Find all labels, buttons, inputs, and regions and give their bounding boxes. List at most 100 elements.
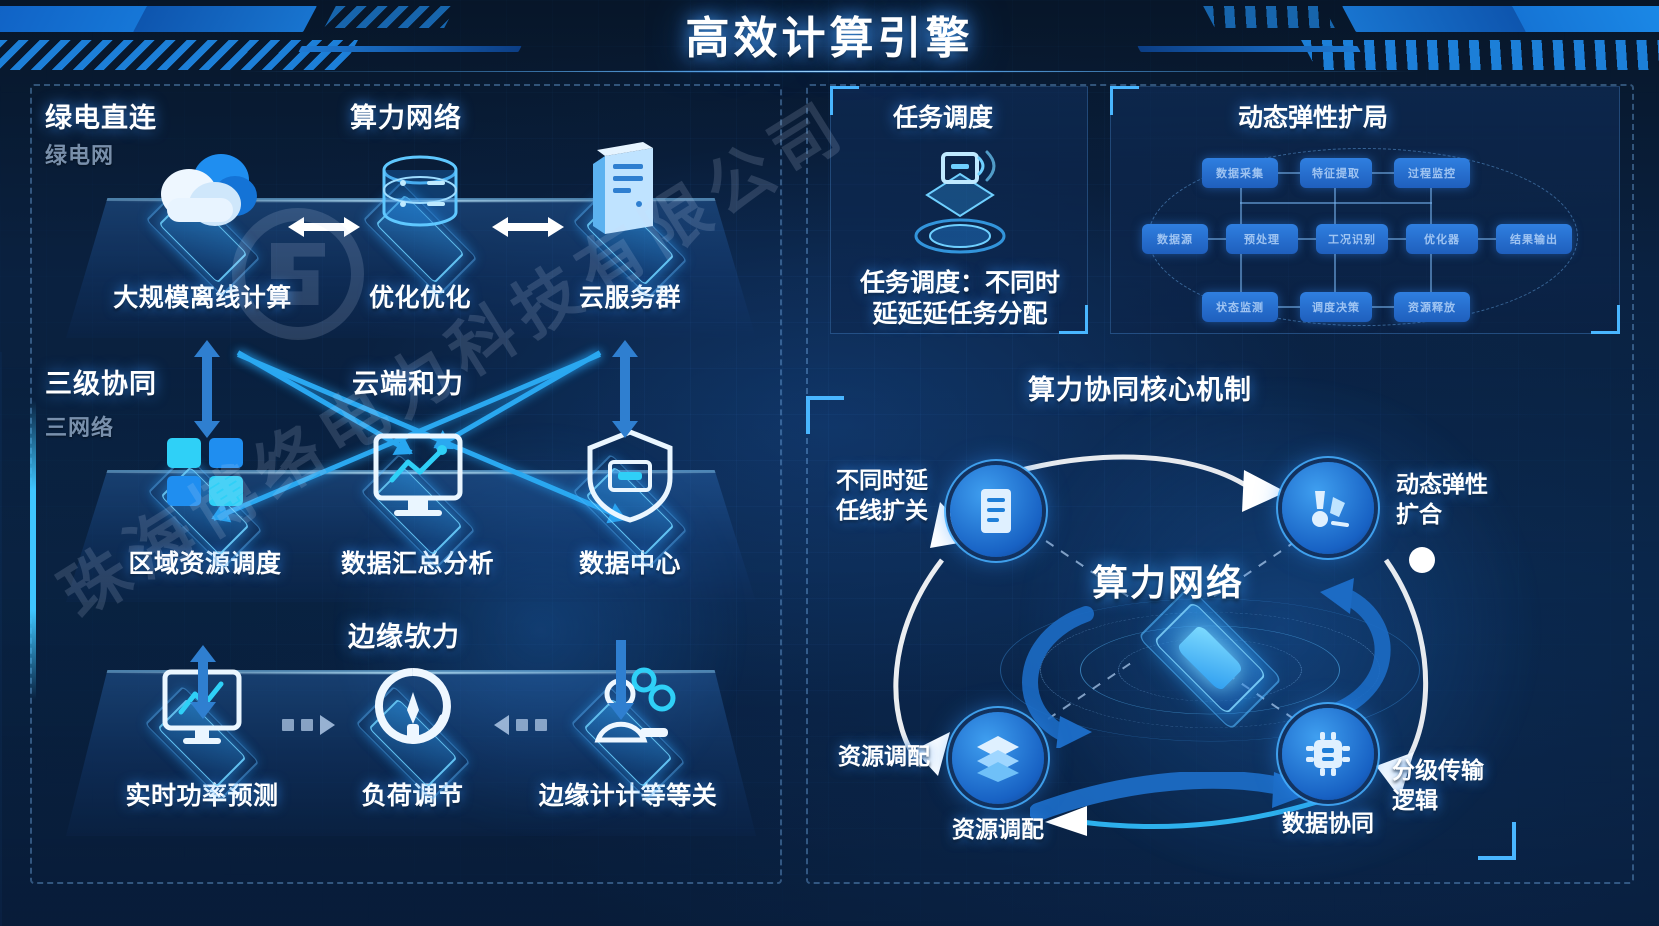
hub-label-elastic: 动态弹性 扩合 (1396, 470, 1488, 530)
flow-connector (1278, 306, 1300, 308)
panel-task-scheduling-title: 任务调度 (893, 104, 994, 132)
label-line-2: 任线扩关 (836, 496, 928, 523)
hub-node-elastic[interactable] (1282, 462, 1374, 554)
flow-connector-vertical (1240, 254, 1242, 292)
arrow-tier2-tier3-right (608, 640, 634, 720)
heading-compute-network: 算力网络 (350, 103, 462, 133)
hub-label-resource: 资源调配 (838, 742, 930, 772)
hub-inner-arrow-right (1290, 576, 1420, 736)
hub-node-resource[interactable]: 资源调配 (952, 712, 1044, 842)
hub-node-resource-caption: 资源调配 (952, 816, 1044, 842)
node-label: 大规模离线计算 (113, 284, 292, 312)
node-data-center[interactable]: 数据中心 (540, 428, 720, 580)
hub-inner-arrow-left (990, 598, 1110, 750)
flow-connector (1478, 238, 1496, 240)
node-label: 边缘计计等等关 (538, 782, 718, 810)
hub-orbit-ring-outer (1000, 598, 1420, 742)
node-edge-computing[interactable]: 边缘计计等等关 (528, 664, 728, 812)
flow-node-mid-1: 数据源 (1142, 224, 1208, 254)
flow-connector-vertical (1240, 188, 1242, 224)
flow-node-top-2: 特征提取 (1300, 158, 1372, 188)
label-line-1: 资源调配 (838, 743, 930, 769)
hub-node-data-sync-caption: 数据协同 (1282, 810, 1374, 836)
node-label: 数据中心 (578, 550, 681, 578)
flow-connector (1388, 238, 1406, 240)
flow-node-mid-2: 预处理 (1226, 224, 1298, 254)
node-data-aggregation-analysis[interactable]: 数据汇总分析 (325, 430, 510, 580)
flow-connector (1372, 306, 1394, 308)
flow-connector-vertical (1334, 188, 1336, 224)
label-line-1: 动态弹性 (1396, 471, 1488, 497)
hub-bottom-arrow-return (1025, 796, 1325, 836)
hub-center-label: 算力网络 (1092, 562, 1245, 603)
arrow-database-to-server (492, 214, 564, 240)
flow-connector-vertical (1430, 254, 1432, 292)
title-banner: 高效计算引擎 (0, 0, 1659, 78)
subtitle-green-power: 绿电网 (45, 143, 115, 168)
arrow-cloud-to-database (288, 214, 360, 240)
hub-frame-corner-bottom-right (1478, 822, 1516, 860)
node-realtime-power-forecast[interactable]: 实时功率预测 (112, 668, 292, 812)
node-cloud-service-cluster[interactable]: 云服务群 (540, 142, 720, 314)
flow-node-bottom-3: 资源释放 (1394, 292, 1470, 322)
chip-gear-icon (1282, 708, 1374, 800)
arrow-tier2-tier3-left (190, 645, 216, 719)
label-line-2: 扩合 (1396, 500, 1442, 527)
hub-label-latency: 不同时延 任线扩关 (836, 466, 928, 526)
dots-arrow-forward (282, 715, 335, 735)
hub-label-tiered-transfer: 分级传输 逻辑 (1392, 756, 1484, 816)
server-icon (593, 142, 653, 234)
heading-edge-power: 边缘欤力 (348, 622, 460, 652)
panel-task-scheduling (830, 86, 1088, 334)
node-optimization[interactable]: 优化优化 (330, 150, 510, 314)
label-line-1: 分级传输 (1392, 757, 1484, 783)
label-line-1: 不同时延 (836, 467, 928, 493)
right-section-frame (806, 84, 1634, 884)
flow-connector-vertical (1430, 188, 1432, 224)
flow-node-mid-4: 优化器 (1406, 224, 1478, 254)
flow-connector (1298, 238, 1316, 240)
description-line-1: 任务调度：不同时 (859, 269, 1060, 297)
hub-node-data-sync[interactable]: 数据协同 (1282, 708, 1374, 836)
page-title: 高效计算引擎 (685, 14, 974, 63)
database-icon (382, 155, 458, 227)
node-label: 区域资源调度 (128, 550, 282, 578)
title-glow (549, 70, 1110, 73)
monitor-chart-icon (373, 433, 462, 516)
flow-node-mid-3: 工况识别 (1316, 224, 1388, 254)
node-load-regulation[interactable]: 负荷调节 (325, 666, 500, 812)
monitor-trend-icon (162, 669, 242, 744)
elastic-scale-icon (1282, 462, 1374, 554)
shield-data-icon (587, 429, 673, 523)
node-label: 优化优化 (368, 284, 471, 312)
node-label: 负荷调节 (361, 782, 464, 810)
document-list-icon (950, 465, 1042, 557)
hub-bottom-arrow-forward (1029, 770, 1320, 828)
node-label: 数据汇总分析 (340, 550, 494, 578)
elastic-scaling-flowchart: 数据采集 特征提取 过程监控 数据源 预处理 工况识别 优化器 结果输出 状态监… (1118, 146, 1613, 326)
cloud-icon (160, 154, 257, 226)
layers-stack-icon (952, 712, 1044, 804)
flow-connector (1372, 172, 1394, 174)
flow-node-top-3: 过程监控 (1394, 158, 1470, 188)
arrow-tier1-tier2-left (194, 340, 220, 438)
hub-node-task[interactable] (950, 465, 1042, 557)
hub-frame-corner-top-left (806, 396, 844, 434)
flow-connector-horizontal (1240, 202, 1432, 204)
flow-node-bottom-2: 调度决策 (1300, 292, 1372, 322)
flow-node-bottom-1: 状态监测 (1202, 292, 1278, 322)
dots-arrow-reverse (494, 715, 547, 735)
heading-green-power: 绿电直连 (45, 103, 157, 133)
flow-node-top-1: 数据采集 (1202, 158, 1278, 188)
subtitle-three-tier: 三网络 (45, 415, 115, 440)
description-line-2: 延延延任务分配 (872, 300, 1048, 329)
hub-core (1137, 585, 1283, 731)
panel-elastic-scaling-title: 动态弹性扩局 (1238, 104, 1389, 132)
heading-hub-section: 算力协同核心机制 (1028, 375, 1252, 405)
label-line-2: 逻辑 (1392, 786, 1438, 813)
panel-task-scheduling-description: 任务调度：不同时 延延延任务分配 (836, 268, 1084, 331)
node-large-offline-compute[interactable]: 大规模离线计算 (110, 150, 295, 314)
node-regional-resource-scheduling[interactable]: 区域资源调度 (115, 432, 295, 580)
heading-three-tier: 三级协同 (45, 369, 157, 399)
